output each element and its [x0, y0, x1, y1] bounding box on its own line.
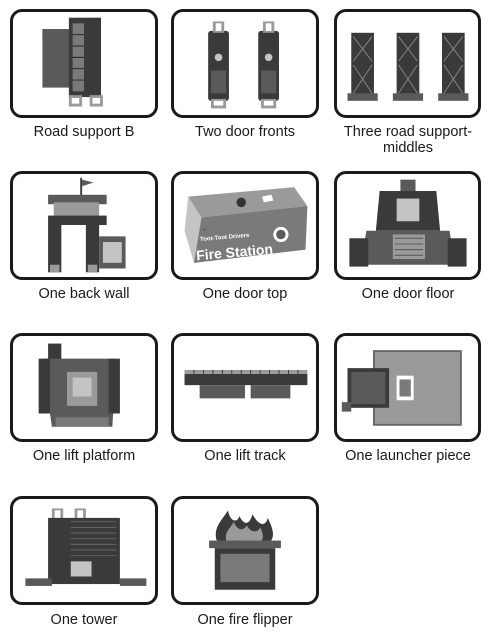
lift-track-image: [184, 370, 308, 399]
part-card-lift-platform: [10, 333, 158, 442]
part-card-door-top: Toot-Toot Drivers Fire Station: [171, 171, 319, 280]
part-caption: One fire flipper: [197, 612, 293, 628]
part-card-two-door-fronts: [171, 9, 319, 118]
part-caption: One door floor: [361, 286, 455, 302]
part-caption: Road support B: [33, 124, 135, 140]
launcher-piece-image: [341, 350, 462, 426]
door-fronts-image: [208, 21, 280, 109]
part-caption: One door top: [202, 286, 288, 302]
part-caption: One tower: [50, 612, 118, 628]
road-support-b-image: [42, 17, 103, 107]
part-caption: Three road support-middles: [343, 124, 473, 156]
road-support-middles-image: [347, 32, 469, 101]
part-card-lift-track: [171, 333, 319, 442]
part-caption: One launcher piece: [345, 448, 471, 464]
part-card-door-floor: [334, 171, 481, 280]
back-wall-image: [48, 177, 126, 273]
door-top-image: [184, 187, 308, 263]
part-card-three-road-support-middles: [334, 9, 481, 118]
tower-image: [25, 508, 147, 586]
part-card-tower: [10, 496, 158, 605]
part-card-back-wall: [10, 171, 158, 280]
lift-platform-image: [38, 343, 120, 427]
part-card-road-support-b: [10, 9, 158, 118]
door-floor-image: [349, 179, 467, 267]
part-caption: Two door fronts: [195, 124, 295, 140]
part-caption: One lift platform: [32, 448, 136, 464]
part-caption: One lift track: [204, 448, 286, 464]
part-caption: One back wall: [38, 286, 130, 302]
part-card-launcher-piece: [334, 333, 481, 442]
fire-flipper-image: [209, 510, 281, 590]
part-card-fire-flipper: [171, 496, 319, 605]
